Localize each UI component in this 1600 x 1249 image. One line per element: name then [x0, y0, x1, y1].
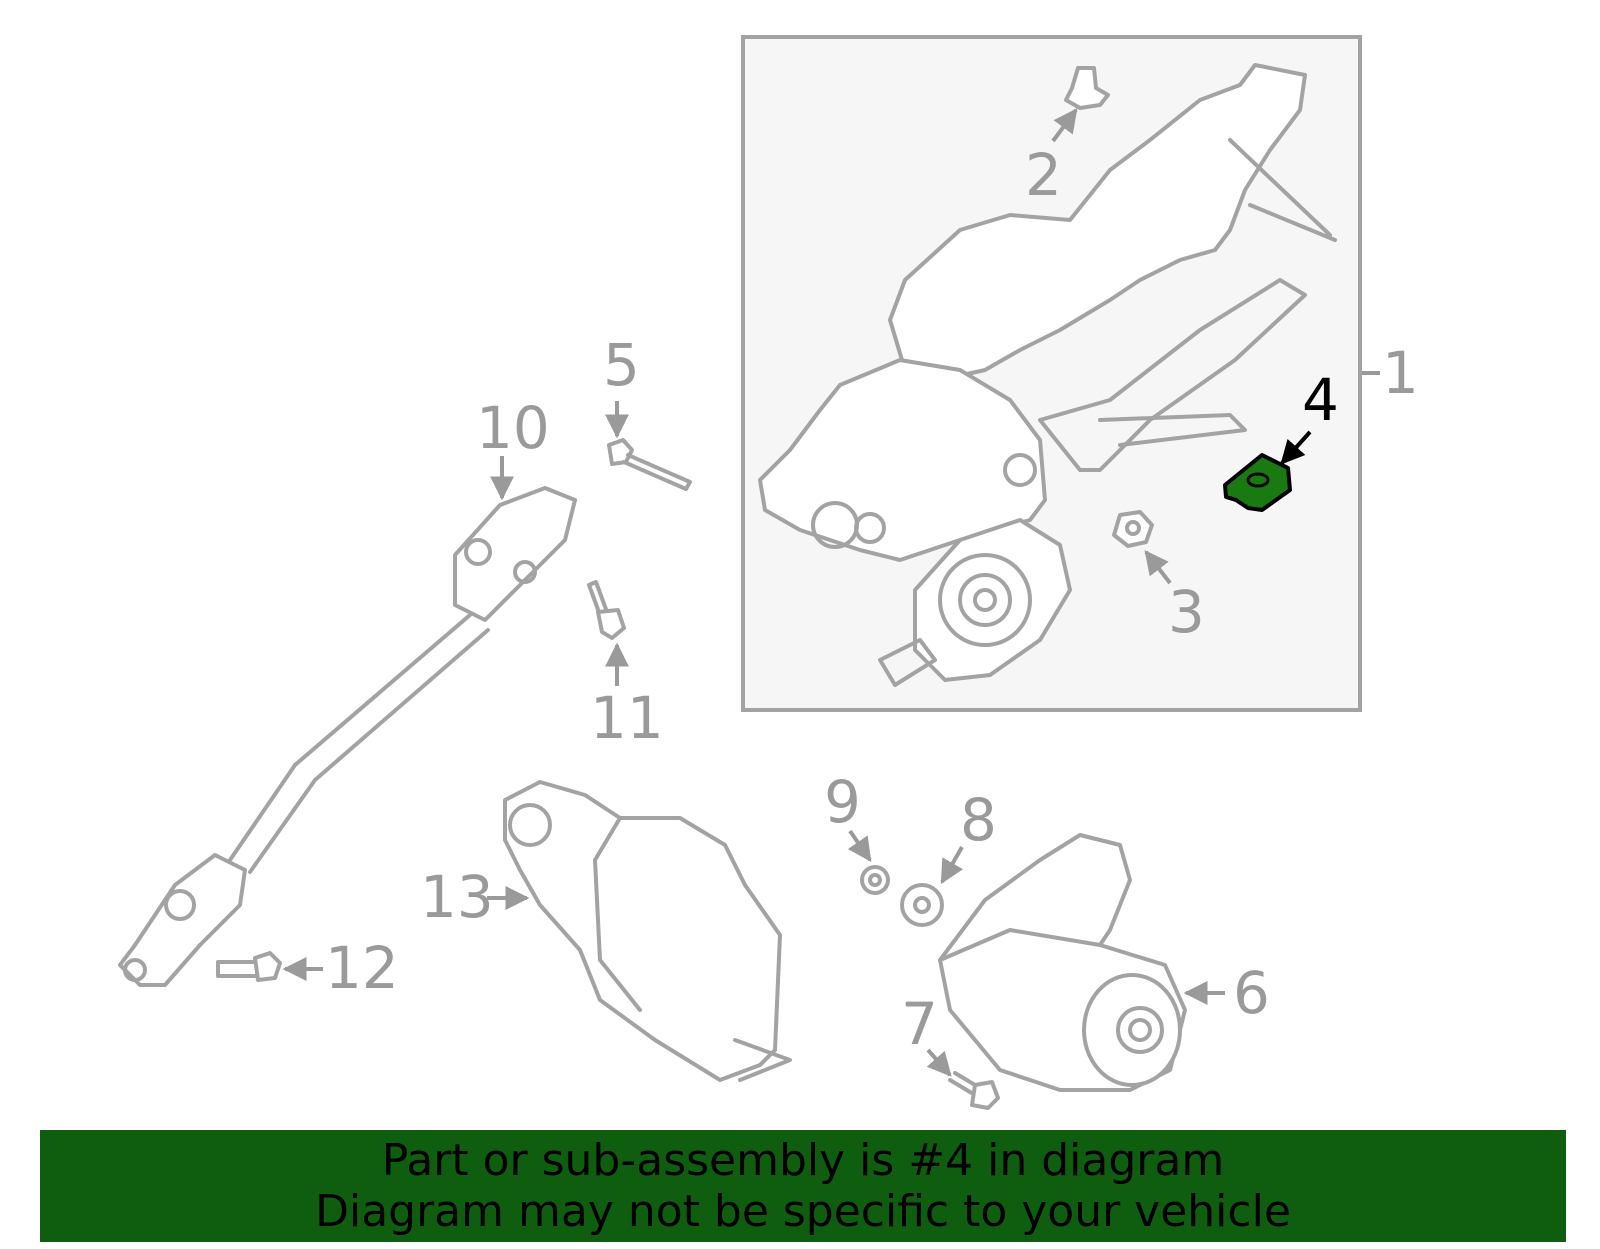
- part-12-bolt: [216, 951, 282, 982]
- callout-6: 6: [1233, 959, 1270, 1027]
- leader-4: [1280, 430, 1312, 465]
- leader-9: [847, 829, 872, 862]
- callout-11: 11: [590, 684, 664, 752]
- leader-7: [926, 1048, 952, 1077]
- part-6-motor: [938, 833, 1187, 1092]
- part-5-bolt: [607, 438, 692, 491]
- callout-9: 9: [824, 768, 861, 836]
- part-4-clip-highlighted: [1223, 453, 1292, 512]
- callout-10: 10: [476, 394, 550, 462]
- callout-12: 12: [325, 934, 399, 1002]
- callout-3: 3: [1168, 578, 1205, 646]
- leader-2: [1051, 108, 1078, 143]
- callout-2: 2: [1025, 141, 1062, 209]
- steering-column-assembly: [758, 63, 1337, 687]
- callout-13: 13: [420, 863, 494, 931]
- part-3-nut: [1112, 510, 1154, 548]
- banner-line-2: Diagram may not be specific to your vehi…: [315, 1186, 1291, 1237]
- callout-8: 8: [960, 786, 997, 854]
- leader-8: [940, 846, 964, 885]
- callout-7: 7: [901, 990, 938, 1058]
- info-banner: Part or sub-assembly is #4 in diagram Di…: [40, 1130, 1566, 1242]
- callout-5: 5: [603, 331, 640, 399]
- part-10-intermediate-shaft: [118, 486, 577, 987]
- part-11-bolt: [587, 580, 626, 640]
- banner-line-1: Part or sub-assembly is #4 in diagram: [381, 1135, 1225, 1186]
- leader-3: [1144, 550, 1172, 585]
- part-9-gear: [860, 865, 890, 895]
- part-8-gear: [900, 883, 944, 927]
- part-13-cover: [503, 780, 792, 1082]
- part-7-bolt: [948, 1071, 1000, 1110]
- callout-1: 1: [1382, 339, 1419, 407]
- callout-4: 4: [1302, 366, 1339, 434]
- part-2-nut: [1064, 66, 1110, 110]
